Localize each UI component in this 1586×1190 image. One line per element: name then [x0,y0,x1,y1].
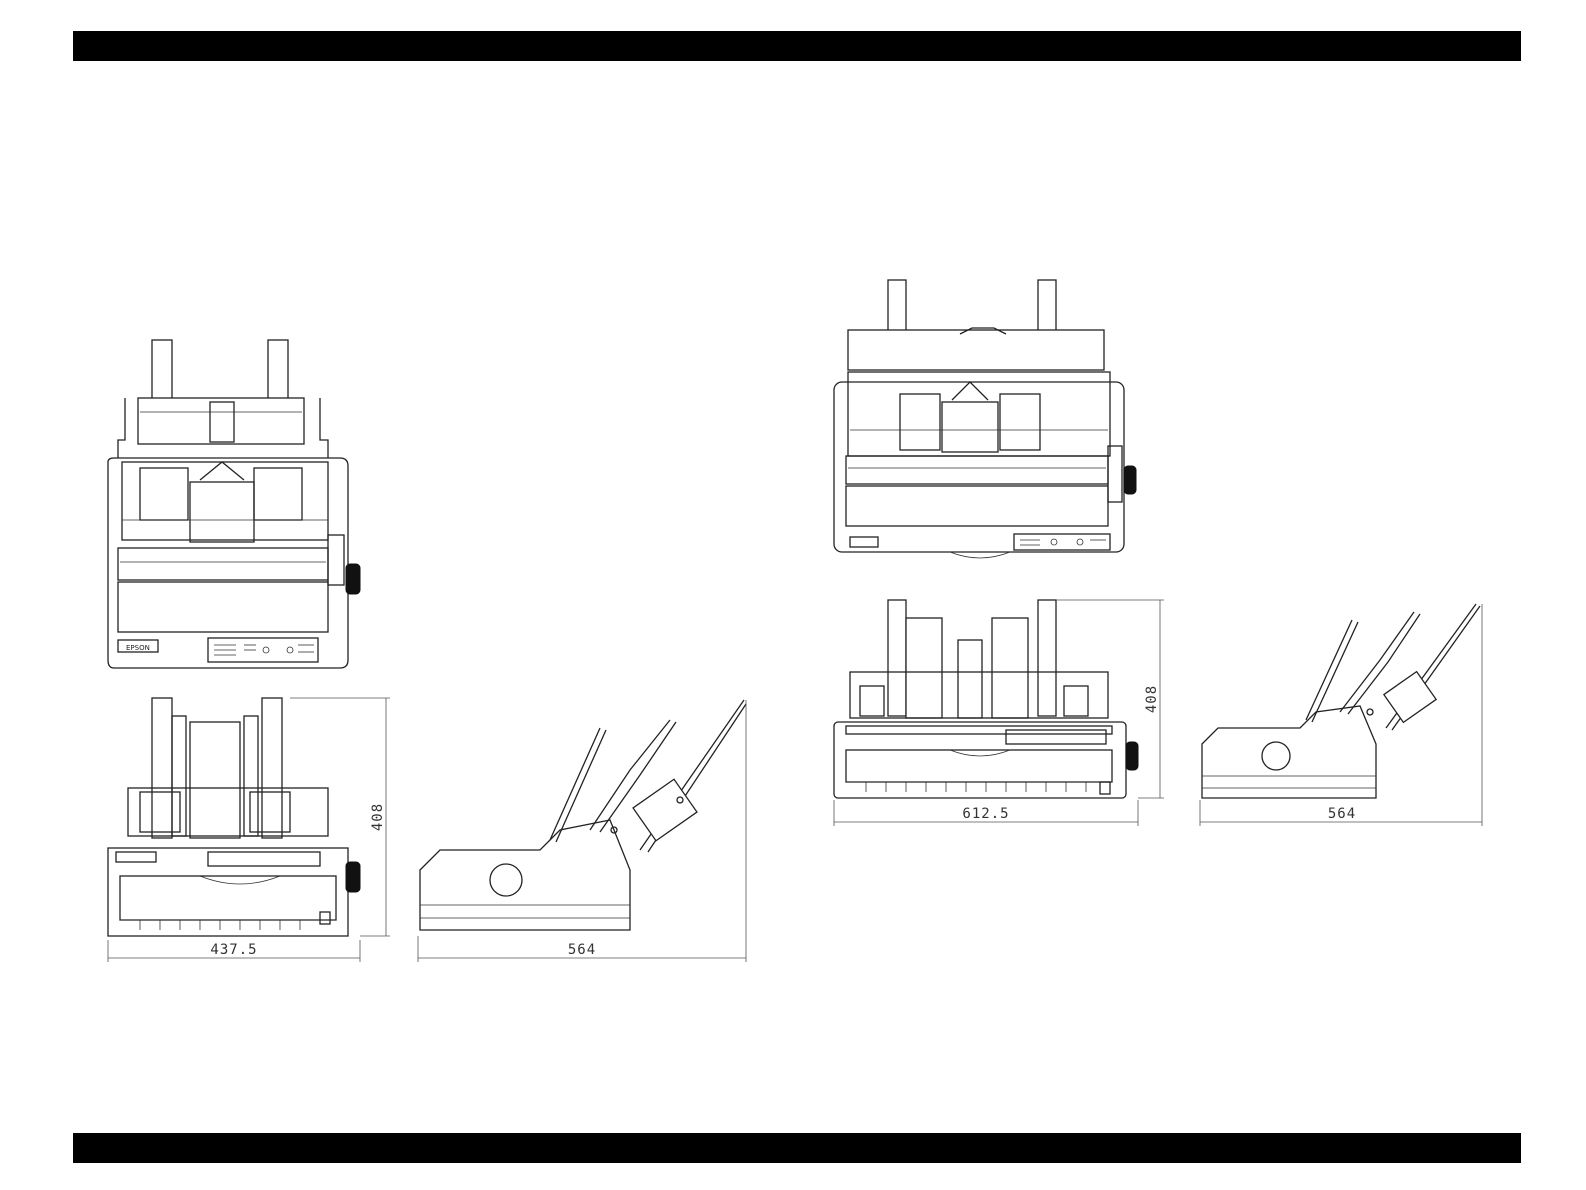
left-width-dimension: 437.5 [210,942,257,958]
right-depth-dimension: 564 [1328,806,1356,822]
right-height-dimension: 408 [1144,685,1160,713]
right-width-dimension: 612.5 [962,806,1009,822]
left-height-dimension: 408 [370,803,386,831]
left-printer-front-view: 437.5 408 [108,698,390,962]
right-printer-side-view: 564 [1200,604,1482,826]
left-depth-dimension: 564 [568,942,596,958]
left-logo-text: EPSON [126,644,150,652]
right-printer-top-view [834,280,1136,558]
left-printer-side-view: 564 [418,700,746,962]
left-printer-top-view: EPSON [108,340,360,668]
right-printer-front-view: 612.5 408 [834,600,1164,826]
